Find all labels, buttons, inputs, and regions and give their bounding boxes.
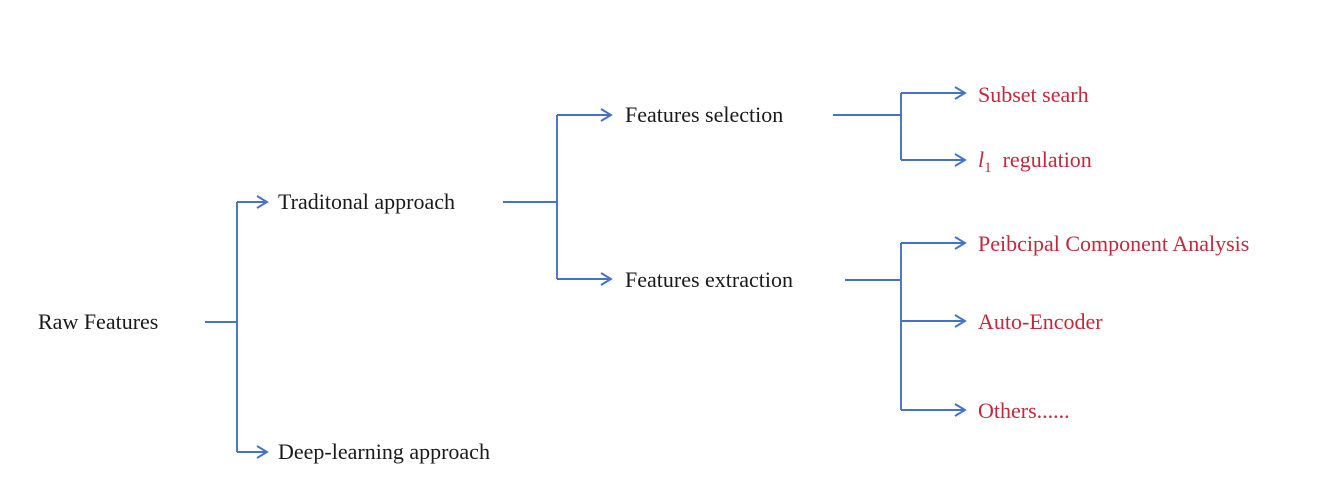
arrow-to-features-selection (557, 108, 613, 122)
arrow-to-deep-learning (237, 445, 269, 459)
connector-selection-stem (833, 93, 902, 160)
node-raw-features: Raw Features (38, 308, 159, 334)
l1-symbol: l (978, 146, 985, 172)
connector-traditional-stem (503, 115, 558, 279)
connector-raw-stem (205, 202, 238, 452)
l1-subscript: 1 (984, 160, 992, 177)
arrow-to-auto-encoder (901, 314, 967, 328)
node-principal-component-analysis: Peibcipal Component Analysis (978, 230, 1250, 256)
arrow-to-others (901, 403, 967, 417)
node-features-extraction: Features extraction (625, 266, 793, 292)
node-subset-search: Subset searh (978, 81, 1089, 107)
arrow-to-subset-search (901, 86, 967, 100)
arrow-to-pca (901, 236, 967, 250)
arrow-to-l1-regulation (901, 153, 967, 167)
node-auto-encoder: Auto-Encoder (978, 308, 1103, 334)
connector-extraction-stem (845, 243, 902, 410)
arrow-to-traditional (237, 195, 269, 209)
node-others: Others...... (978, 397, 1070, 423)
node-features-selection: Features selection (625, 101, 784, 127)
node-deep-learning-approach: Deep-learning approach (278, 438, 490, 464)
node-traditional-approach: Traditonal approach (278, 188, 455, 214)
node-l1-regulation: l1 regulation (978, 146, 1092, 176)
l1-word: regulation (1002, 146, 1092, 172)
arrow-to-features-extraction (557, 272, 613, 286)
